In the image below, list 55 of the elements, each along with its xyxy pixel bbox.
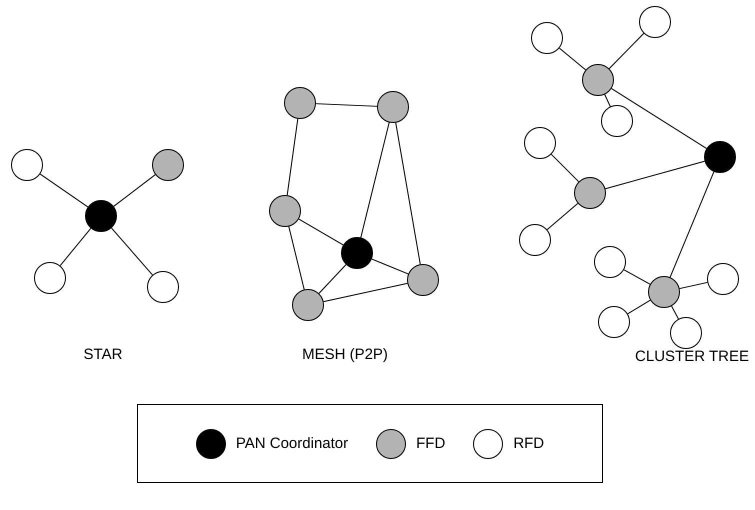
rfd-node	[601, 105, 633, 137]
coordinator-node	[85, 200, 117, 232]
connector-line	[604, 160, 706, 190]
ffd-node	[648, 276, 680, 308]
connector-line	[670, 171, 714, 278]
connector-line	[360, 122, 390, 238]
coordinator-node	[341, 237, 373, 269]
rfd-node	[670, 317, 702, 349]
rfd-node	[34, 262, 66, 294]
rfd-node	[11, 149, 43, 181]
connector-line	[315, 103, 378, 107]
ffd-node	[574, 177, 606, 209]
rfd-node	[598, 306, 630, 338]
ffd-node	[284, 87, 316, 119]
rfd-node	[594, 246, 626, 278]
connector-line	[671, 306, 679, 320]
connector-line	[113, 174, 156, 207]
topology-label: MESH (P2P)	[302, 346, 388, 363]
connector-line	[611, 88, 707, 149]
rfd-node	[707, 263, 739, 295]
ffd-node	[152, 149, 184, 181]
rfd-node	[639, 6, 671, 38]
coordinator-node	[704, 141, 736, 173]
connector-line	[608, 32, 644, 70]
connector-line	[286, 118, 298, 196]
ffd-node	[292, 289, 324, 321]
connector-line	[679, 282, 708, 290]
connector-line	[40, 174, 88, 208]
connector-line	[546, 202, 578, 230]
connector-line	[550, 154, 580, 182]
connector-line	[395, 122, 421, 265]
rfd-node	[519, 224, 551, 256]
connector-line	[298, 218, 344, 246]
legend-text: FFD	[416, 435, 446, 452]
connector-line	[604, 94, 611, 107]
connector-line	[371, 258, 409, 274]
ffd-node	[407, 264, 439, 296]
connector-line	[288, 226, 305, 290]
connector-line	[627, 300, 651, 314]
legend-text: PAN Coordinator	[236, 435, 348, 452]
rfd-node	[147, 271, 179, 303]
connector-line	[323, 282, 408, 302]
ffd-node	[582, 64, 614, 96]
connector-line	[623, 269, 651, 285]
rfd-node	[524, 127, 556, 159]
connector-line	[558, 48, 586, 70]
ffd-node	[377, 91, 409, 123]
connector-line	[318, 264, 347, 294]
ffd-node	[269, 195, 301, 227]
legend-text: RFD	[513, 435, 544, 452]
topology-label: STAR	[84, 346, 122, 363]
topology-label: CLUSTER TREE	[635, 348, 749, 365]
rfd-node	[531, 22, 563, 54]
connector-line	[111, 228, 153, 276]
connector-line	[60, 228, 92, 266]
